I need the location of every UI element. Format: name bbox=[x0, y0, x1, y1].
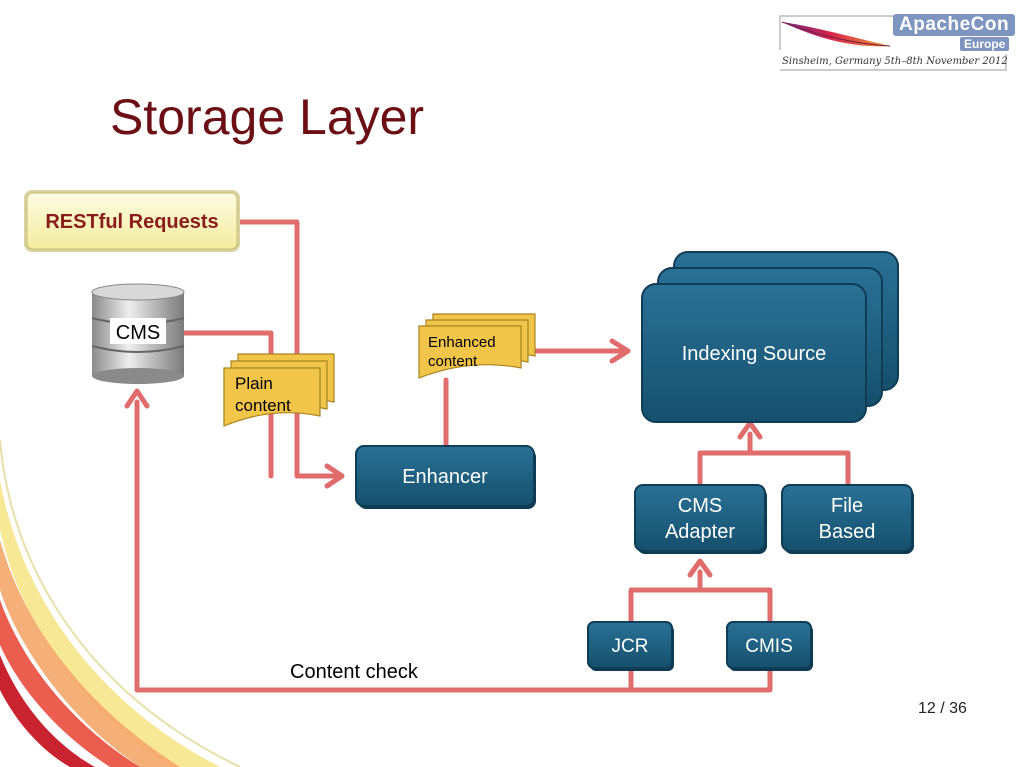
cms-adapter-box bbox=[634, 484, 767, 554]
cmis-label: CMIS bbox=[745, 636, 793, 657]
connector-content-check bbox=[134, 399, 773, 693]
file-based-label-line1: File bbox=[831, 495, 863, 517]
connector-adapters-to-indexing bbox=[697, 431, 851, 488]
connector-restful-to-enhancer bbox=[237, 219, 343, 479]
indexing-source-stack bbox=[641, 251, 899, 423]
plain-content-label-line1: Plain bbox=[235, 374, 273, 393]
indexing-source-label: Indexing Source bbox=[682, 343, 827, 365]
file-based-box bbox=[781, 484, 914, 554]
page-title: Storage Layer bbox=[110, 89, 425, 145]
enhancer-label: Enhancer bbox=[402, 466, 488, 488]
logo-title: ApacheCon bbox=[893, 14, 1016, 36]
jcr-box bbox=[587, 621, 674, 671]
enhancer-box bbox=[355, 445, 536, 509]
jcr-label: JCR bbox=[612, 636, 649, 657]
arrowhead-adapter-up bbox=[687, 558, 713, 578]
restful-requests-label: RESTful Requests bbox=[45, 211, 218, 233]
enhanced-content-label-line2: content bbox=[428, 353, 478, 370]
cms-label-bg bbox=[110, 318, 166, 344]
content-check-label: Content check bbox=[290, 661, 419, 683]
restful-requests-box bbox=[24, 190, 240, 252]
page-number: 12 / 36 bbox=[918, 700, 967, 717]
decorative-swoosh bbox=[0, 440, 240, 767]
cmis-box bbox=[726, 621, 813, 671]
logo-subtitle: Europe bbox=[960, 37, 1010, 51]
plain-content-label-line2: content bbox=[235, 396, 291, 415]
logo-tagline: Sinsheim, Germany 5th–8th November 2012 bbox=[782, 56, 1008, 67]
arrowhead-enhancer bbox=[324, 463, 345, 489]
arrowhead-cms-up bbox=[124, 388, 150, 409]
arrowhead-indexing bbox=[609, 338, 631, 364]
enhanced-content-label-line1: Enhanced bbox=[428, 334, 496, 351]
cms-adapter-label-line1: CMS bbox=[678, 495, 722, 517]
connector-cms-to-enhancer bbox=[181, 330, 274, 479]
enhanced-content-documents bbox=[418, 313, 536, 379]
file-based-label-line2: Based bbox=[819, 521, 876, 543]
connector-jcr-cmis-to-adapter bbox=[628, 569, 773, 625]
cms-adapter-label-line2: Adapter bbox=[665, 521, 735, 543]
connectors bbox=[134, 219, 851, 693]
cms-database-label: CMS bbox=[116, 322, 160, 344]
plain-content-documents bbox=[223, 353, 335, 427]
feather-icon bbox=[781, 21, 891, 47]
